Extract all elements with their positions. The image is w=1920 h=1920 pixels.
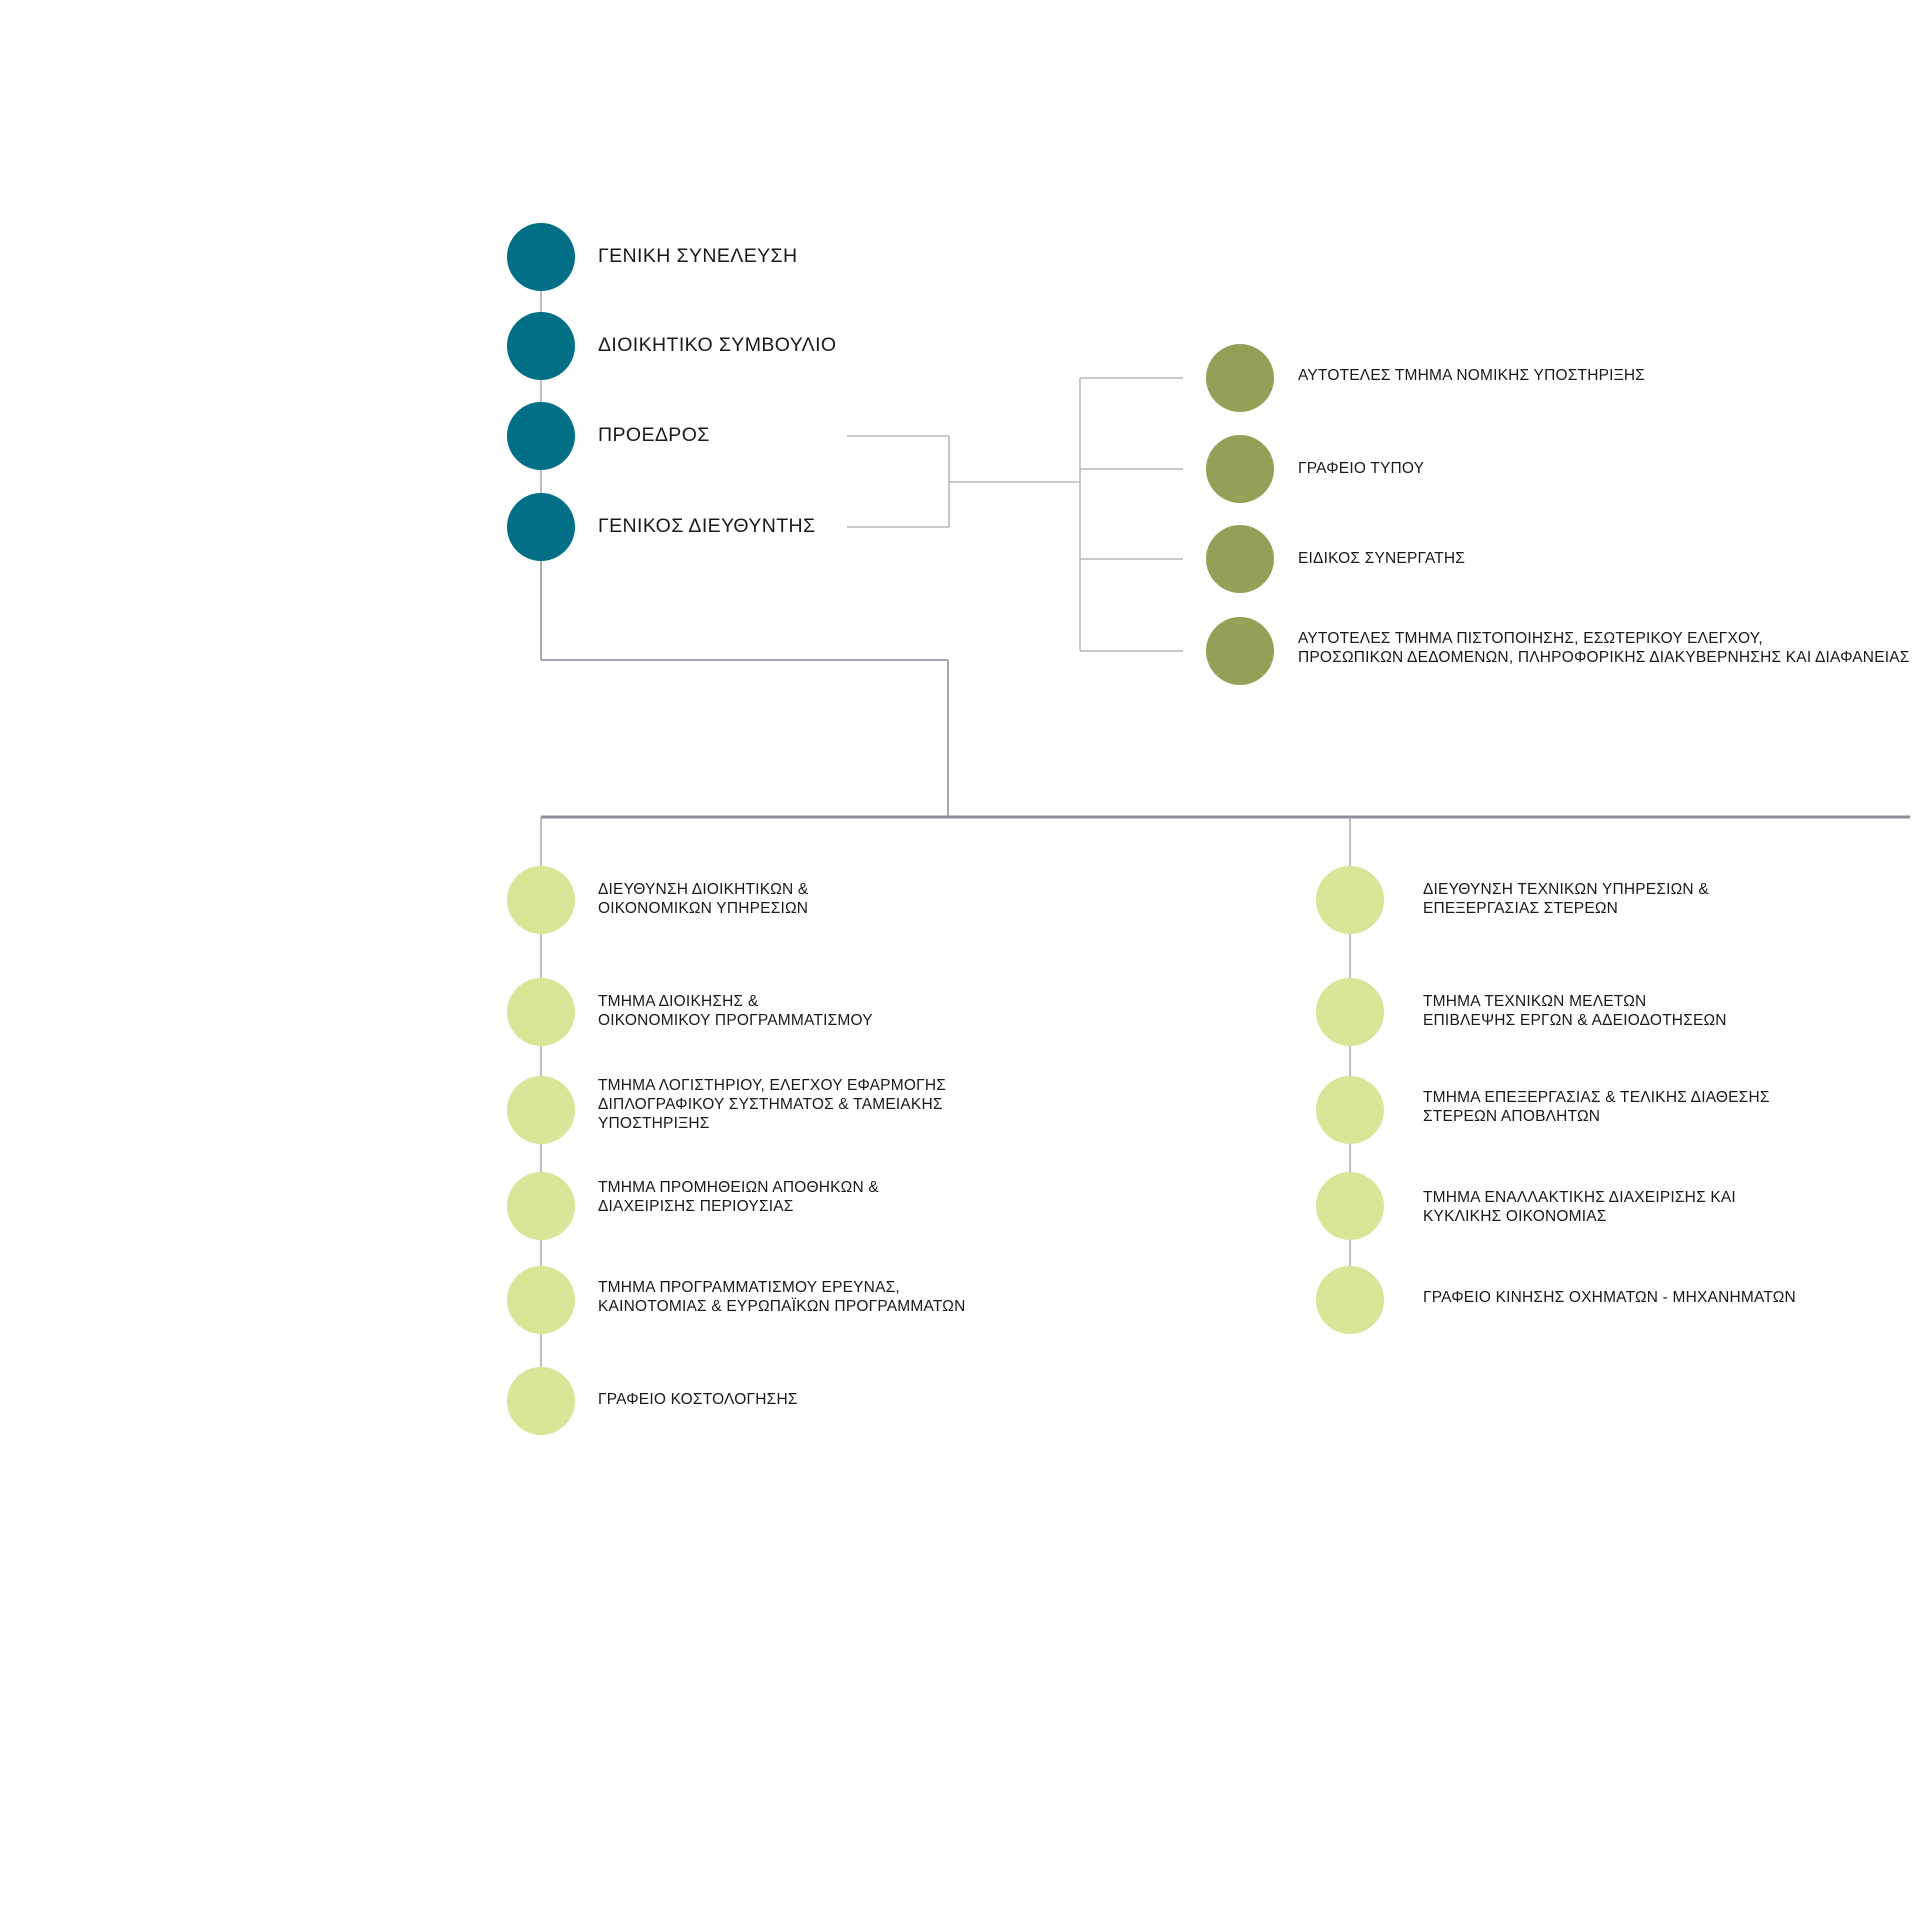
top-node-2-label: ΔΙΟΙΚΗΤΙΚΟ ΣΥΜΒΟΥΛΙΟ: [598, 334, 837, 356]
directorate-1-unit-5-circle: [507, 1266, 575, 1334]
top-node-3-circle: [507, 402, 575, 470]
staff-unit-3-circle: [1206, 525, 1274, 593]
directorate-1-unit-1-circle: [507, 866, 575, 934]
directorate-1-unit-4-label: ΤΜΗΜΑ ΠΡΟΜΗΘΕΙΩΝ ΑΠΟΘΗΚΩΝ & ΔΙΑΧΕΙΡΙΣΗΣ …: [598, 1179, 879, 1215]
directorate-2-unit-4-label: ΤΜΗΜΑ ΕΝΑΛΛΑΚΤΙΚΗΣ ΔΙΑΧΕΙΡΙΣΗΣ ΚΑΙ ΚΥΚΛΙ…: [1423, 1189, 1736, 1225]
directorate-2-unit-3-label: ΤΜΗΜΑ ΕΠΕΞΕΡΓΑΣΙΑΣ & ΤΕΛΙΚΗΣ ΔΙΑΘΕΣΗΣ ΣΤ…: [1423, 1089, 1770, 1125]
staff-unit-2-circle: [1206, 435, 1274, 503]
staff-unit-1-circle: [1206, 344, 1274, 412]
directorate-1-unit-3-circle: [507, 1076, 575, 1144]
staff-unit-1-label: ΑΥΤΟΤΕΛΕΣ ΤΜΗΜΑ ΝΟΜΙΚΗΣ ΥΠΟΣΤΗΡΙΞΗΣ: [1298, 367, 1646, 384]
directorate-1-unit-3-label: ΤΜΗΜΑ ΛΟΓΙΣΤΗΡΙΟΥ, ΕΛΕΓΧΟΥ ΕΦΑΡΜΟΓΗΣ ΔΙΠ…: [598, 1077, 947, 1132]
directorate-1-unit-6-circle: [507, 1367, 575, 1435]
top-node-3-label: ΠΡΟΕΔΡΟΣ: [598, 424, 710, 446]
top-node-2-circle: [507, 312, 575, 380]
directorate-2-unit-3-circle: [1316, 1076, 1384, 1144]
directorate-2-unit-5-label: ΓΡΑΦΕΙΟ ΚΙΝΗΣΗΣ ΟΧΗΜΑΤΩΝ - ΜΗΧΑΝΗΜΑΤΩΝ: [1423, 1289, 1796, 1306]
directorate-2-unit-1-label: ΔΙΕΥΘΥΝΣΗ ΤΕΧΝΙΚΩΝ ΥΠΗΡΕΣΙΩΝ & ΕΠΕΞΕΡΓΑΣ…: [1423, 881, 1709, 917]
directorate-1-unit-6-label: ΓΡΑΦΕΙΟ ΚΟΣΤΟΛΟΓΗΣΗΣ: [598, 1391, 798, 1408]
directorate-1-unit-1-label: ΔΙΕΥΘΥΝΣΗ ΔΙΟΙΚΗΤΙΚΩΝ & ΟΙΚΟΝΟΜΙΚΩΝ ΥΠΗΡ…: [598, 881, 809, 917]
directorate-1-unit-2-circle: [507, 978, 575, 1046]
directorate-2-unit-4-circle: [1316, 1172, 1384, 1240]
directorate-2-unit-2-label: ΤΜΗΜΑ ΤΕΧΝΙΚΩΝ ΜΕΛΕΤΩΝ ΕΠΙΒΛΕΨΗΣ ΕΡΓΩΝ &…: [1423, 993, 1727, 1029]
staff-unit-2-label: ΓΡΑΦΕΙΟ ΤΥΠΟΥ: [1298, 460, 1425, 477]
directorate-1-unit-4-circle: [507, 1172, 575, 1240]
directorate-1-unit-2-label: ΤΜΗΜΑ ΔΙΟΙΚΗΣΗΣ & ΟΙΚΟΝΟΜΙΚΟΥ ΠΡΟΓΡΑΜΜΑΤ…: [598, 993, 873, 1029]
directorate-2-unit-1-circle: [1316, 866, 1384, 934]
top-node-1-label: ΓΕΝΙΚΗ ΣΥΝΕΛΕΥΣΗ: [598, 245, 798, 267]
staff-unit-4-label: ΑΥΤΟΤΕΛΕΣ ΤΜΗΜΑ ΠΙΣΤΟΠΟΙΗΣΗΣ, ΕΣΩΤΕΡΙΚΟΥ…: [1298, 630, 1910, 666]
staff-unit-4-circle: [1206, 617, 1274, 685]
top-node-4-circle: [507, 493, 575, 561]
directorate-2-unit-2-circle: [1316, 978, 1384, 1046]
directorate-2-unit-5-circle: [1316, 1266, 1384, 1334]
staff-unit-3-label: ΕΙΔΙΚΟΣ ΣΥΝΕΡΓΑΤΗΣ: [1298, 550, 1466, 567]
directorate-1-unit-5-label: ΤΜΗΜΑ ΠΡΟΓΡΑΜΜΑΤΙΣΜΟΥ ΕΡΕΥΝΑΣ, ΚΑΙΝΟΤΟΜΙ…: [598, 1279, 966, 1315]
top-node-4-label: ΓΕΝΙΚΟΣ ΔΙΕΥΘΥΝΤΗΣ: [598, 515, 816, 537]
top-node-1-circle: [507, 223, 575, 291]
